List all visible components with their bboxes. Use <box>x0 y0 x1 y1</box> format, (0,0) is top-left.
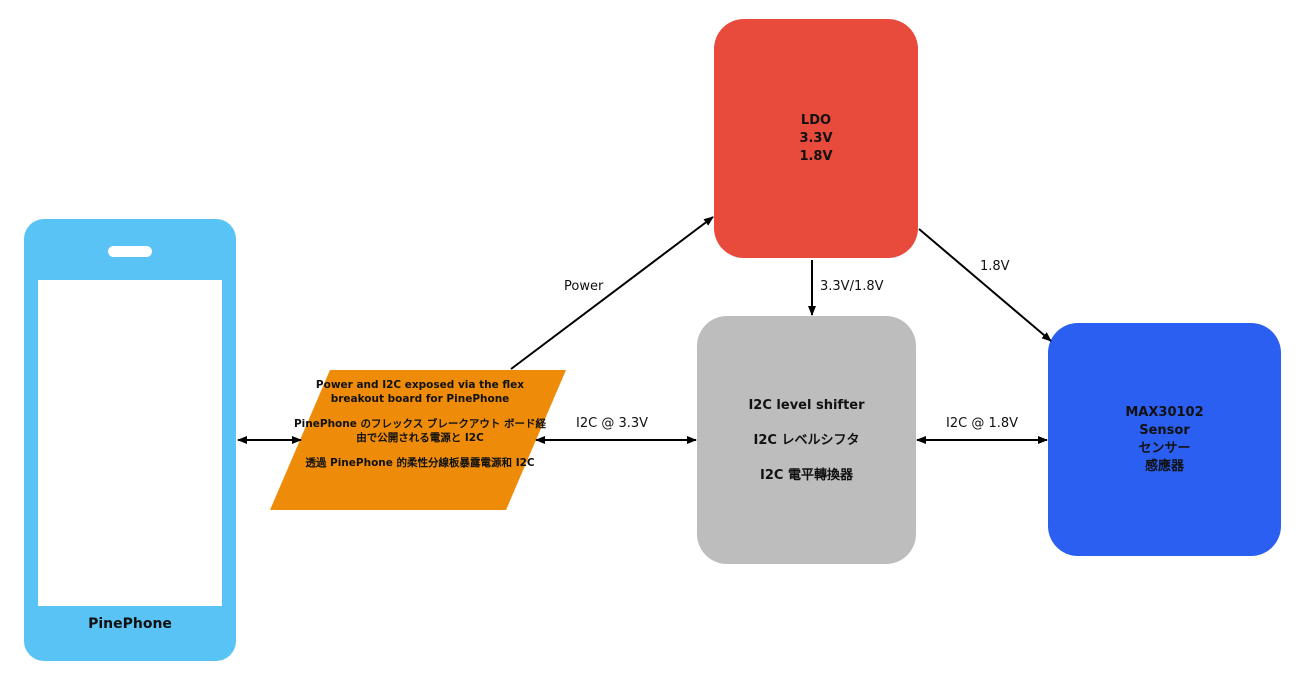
sensor-label-zh: 感應器 <box>1144 458 1184 474</box>
breakout-label-zh: 透過 PinePhone 的柔性分線板暴露電源和 I2C <box>305 457 535 469</box>
sensor-node: MAX30102 Sensor センサー 感應器 <box>1048 323 1281 556</box>
sensor-model: MAX30102 <box>1125 404 1204 420</box>
shifter-sensor-edge-label: I2C @ 1.8V <box>946 416 1019 431</box>
power-edge-label: Power <box>564 279 604 294</box>
breakout-label-ja: PinePhone のフレックス ブレークアウト ボード経由で公開される電源と … <box>293 418 547 444</box>
phone-speaker <box>108 246 152 257</box>
sensor-label-ja: センサー <box>1138 440 1191 456</box>
breakout-shifter-edge-label: I2C @ 3.3V <box>576 416 649 431</box>
breakout-label-en: Power and I2C exposed via the flex break… <box>315 379 525 405</box>
ldo-shifter-edge-label: 3.3V/1.8V <box>820 279 884 294</box>
breakout-node <box>270 370 566 510</box>
ldo-voltage-3v3: 3.3V <box>799 130 833 146</box>
breakout-label: Power and I2C exposed via the flex break… <box>292 379 548 471</box>
shifter-label-zh: I2C 電平轉換器 <box>760 467 853 483</box>
sensor-label-en: Sensor <box>1139 422 1190 438</box>
power-connector <box>510 216 714 370</box>
ldo-sensor-edge-label: 1.8V <box>980 259 1010 274</box>
phone-screen <box>38 280 222 606</box>
shifter-label-ja: I2C レベルシフタ <box>753 432 860 448</box>
pinephone-label: PinePhone <box>88 616 172 632</box>
level-shifter-node: I2C level shifter I2C レベルシフタ I2C 電平轉換器 <box>697 316 916 564</box>
ldo-node: LDO 3.3V 1.8V <box>714 19 918 258</box>
shifter-label-en: I2C level shifter <box>748 397 865 413</box>
ldo-sensor-connector <box>918 228 1052 342</box>
ldo-voltage-1v8: 1.8V <box>799 148 833 164</box>
ldo-title: LDO <box>800 112 832 128</box>
